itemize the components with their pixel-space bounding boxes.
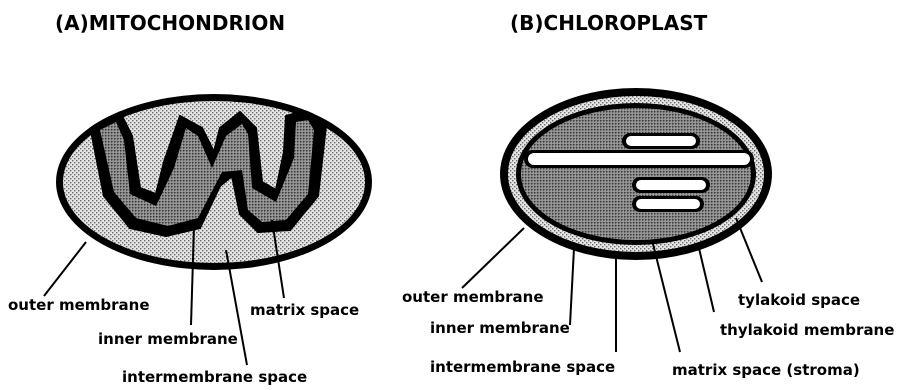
chloro-label-inner-membrane: inner membrane [430, 319, 570, 337]
mito-outer-leader [44, 242, 86, 296]
chloro-label-matrix-space: matrix space (stroma) [672, 361, 860, 379]
mito-label-intermembrane-space: intermembrane space [122, 368, 307, 386]
chloroplast-title: (B)CHLOROPLAST [510, 11, 708, 35]
mito-label-inner-membrane: inner membrane [98, 330, 238, 348]
mito-label-matrix-space: matrix space [250, 301, 359, 319]
mitochondrion-title: (A)MITOCHONDRION [55, 11, 285, 35]
chloro-thylakoid-membrane-leader [698, 244, 714, 312]
chloro-label-intermembrane-space: intermembrane space [430, 358, 615, 376]
chloroplast [462, 88, 772, 352]
mito-label-outer-membrane: outer membrane [8, 296, 150, 314]
chloro-outer-leader [462, 228, 524, 288]
chloro-label-thylakoid-membrane: thylakoid membrane [720, 321, 894, 339]
chloro-label-outer-membrane: outer membrane [402, 288, 544, 306]
chloro-tylakoid-space-leader [736, 218, 762, 282]
chloro-label-tylakoid-space: tylakoid space [738, 291, 860, 309]
chloro-stroma [521, 108, 751, 240]
chloro-inner-leader [570, 248, 574, 325]
mitochondrion [44, 94, 372, 365]
